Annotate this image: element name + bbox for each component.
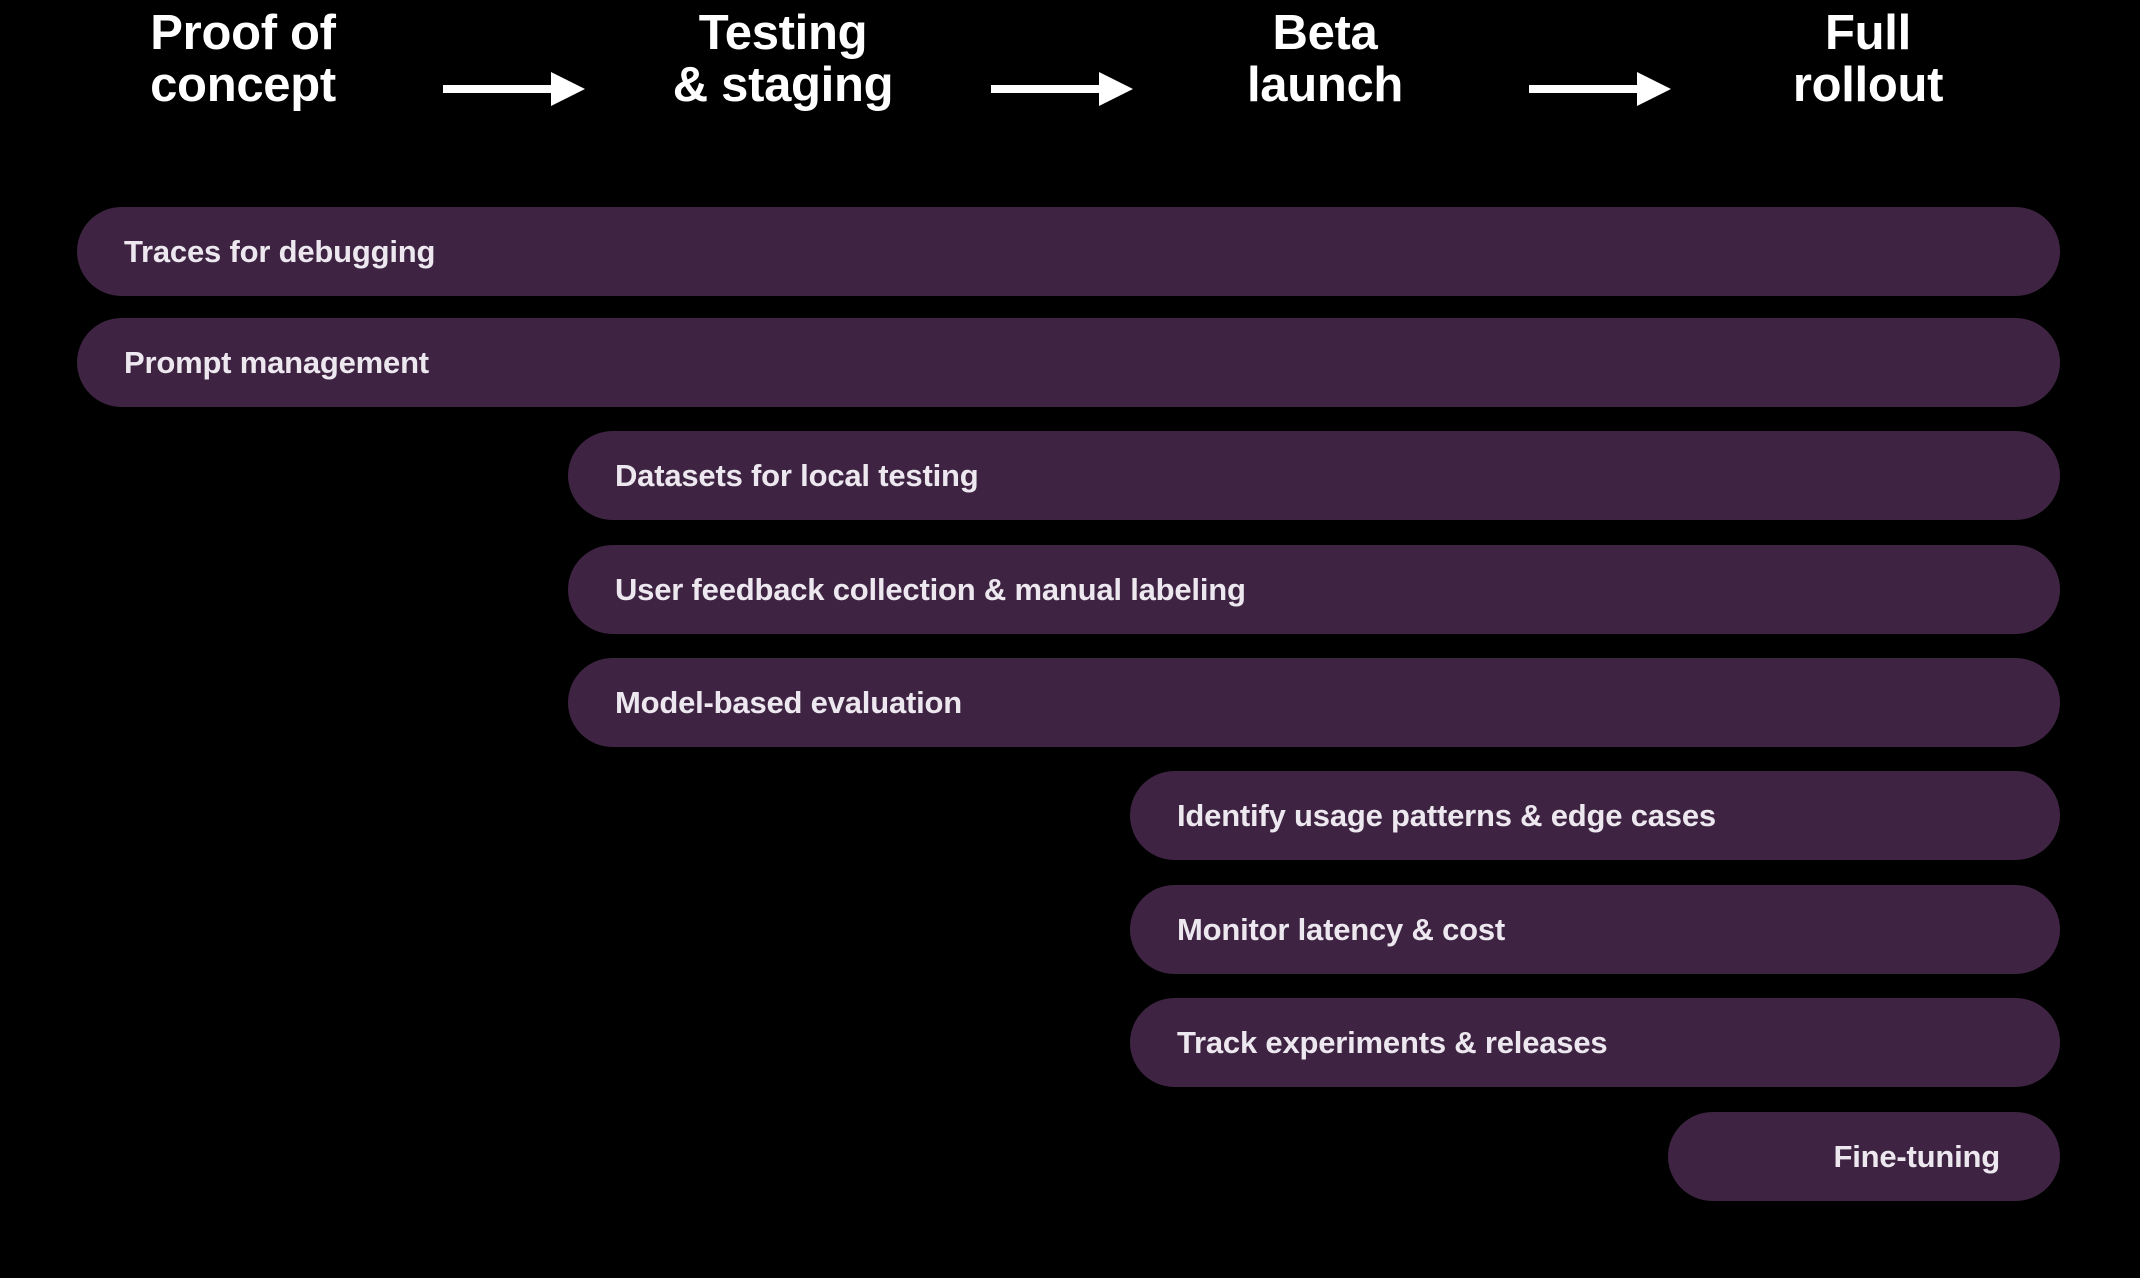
arrow-beta-to-rollout-icon — [1529, 72, 1671, 106]
capability-bar-track-experiments-and-releases[interactable]: Track experiments & releases — [1130, 998, 2060, 1087]
capability-bar-label: Fine-tuning — [1833, 1139, 2000, 1174]
stage-label-line1: Beta — [1272, 6, 1378, 60]
stage-label-beta-launch: Beta launch — [1155, 6, 1495, 112]
capability-bar-label: Datasets for local testing — [615, 458, 979, 493]
capability-bar-label: Identify usage patterns & edge cases — [1177, 798, 1716, 833]
capability-bar-label: Monitor latency & cost — [1177, 912, 1506, 947]
capability-bar-label: Prompt management — [124, 345, 429, 380]
capability-bar-label: Track experiments & releases — [1177, 1025, 1608, 1060]
stage-label-line1: Testing — [698, 6, 868, 60]
capability-bar-prompt-management[interactable]: Prompt management — [77, 318, 2060, 407]
capability-bar-monitor-latency-and-cost[interactable]: Monitor latency & cost — [1130, 885, 2060, 974]
arrow-poc-to-testing-icon — [443, 72, 585, 106]
stage-label-full-rollout: Full rollout — [1698, 6, 2038, 112]
capability-bar-label: User feedback collection & manual labeli… — [615, 572, 1246, 607]
stage-label-line2: rollout — [1792, 57, 1944, 112]
stage-label-testing-and-staging: Testing & staging — [613, 6, 953, 112]
capability-bar-fine-tuning[interactable]: Fine-tuning — [1668, 1112, 2060, 1201]
stage-label-line2: launch — [1246, 57, 1404, 112]
stage-label-line1: Full — [1825, 6, 1911, 60]
capability-bar-model-based-evaluation[interactable]: Model-based evaluation — [568, 658, 2060, 747]
arrow-testing-to-beta-icon — [991, 72, 1133, 106]
capability-bar-identify-usage-patterns[interactable]: Identify usage patterns & edge cases — [1130, 771, 2060, 860]
stage-label-line2: concept — [150, 57, 336, 112]
stage-header-row: Proof of concept Testing & staging Beta … — [0, 0, 2140, 178]
capability-bar-user-feedback-collection[interactable]: User feedback collection & manual labeli… — [568, 545, 2060, 634]
stage-label-line2: & staging — [672, 57, 894, 112]
stage-label-proof-of-concept: Proof of concept — [73, 6, 413, 112]
capability-bar-label: Model-based evaluation — [615, 685, 962, 720]
capability-bar-datasets-for-local-testing[interactable]: Datasets for local testing — [568, 431, 2060, 520]
capability-bar-traces-for-debugging[interactable]: Traces for debugging — [77, 207, 2060, 296]
capability-bar-label: Traces for debugging — [124, 234, 436, 269]
stage-label-line1: Proof of — [150, 6, 336, 60]
